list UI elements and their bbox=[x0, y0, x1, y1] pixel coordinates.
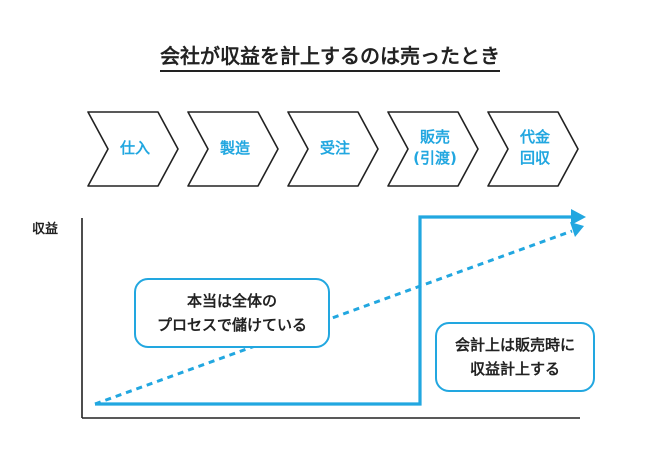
actual-earning-arrowhead bbox=[570, 222, 584, 237]
step-label-1-line1: 仕入 bbox=[119, 139, 150, 157]
step-label-4: 販売 (引渡) bbox=[395, 127, 475, 169]
step-label-5: 代金 回収 bbox=[495, 127, 575, 169]
y-axis-label: 収益 bbox=[32, 222, 59, 237]
actual-earning-callout: 本当は全体の プロセスで儲けている bbox=[134, 278, 330, 348]
step-label-4-line1: 販売 bbox=[419, 128, 450, 146]
step-label-2: 製造 bbox=[195, 138, 275, 159]
step-label-4-line2: (引渡) bbox=[413, 149, 457, 167]
page-title-text: 会社が収益を計上するのは売ったとき bbox=[160, 44, 500, 72]
actual-earning-callout-line1: 本当は全体の bbox=[186, 292, 277, 310]
step-label-3-line1: 受注 bbox=[319, 139, 350, 157]
step-label-1: 仕入 bbox=[95, 138, 175, 159]
accounting-callout-line1: 会計上は販売時に bbox=[454, 336, 575, 354]
accounting-callout: 会計上は販売時に 収益計上する bbox=[435, 322, 595, 392]
step-label-3: 受注 bbox=[295, 138, 375, 159]
step-chevron-4 bbox=[387, 111, 479, 187]
step-chevron-3 bbox=[287, 111, 379, 187]
actual-earning-callout-line2: プロセスで儲けている bbox=[156, 316, 307, 334]
actual-earning-dashed-line bbox=[94, 229, 573, 406]
step-chevron-2 bbox=[187, 111, 279, 187]
step-label-5-line1: 代金 bbox=[519, 128, 550, 146]
step-label-5-line2: 回収 bbox=[519, 149, 550, 167]
page-title: 会社が収益を計上するのは売ったとき bbox=[0, 40, 660, 72]
accounting-revenue-step-line bbox=[95, 215, 572, 406]
step-chevron-1 bbox=[87, 111, 179, 187]
accounting-revenue-arrowhead bbox=[571, 209, 586, 225]
step-chevron-5 bbox=[487, 111, 579, 187]
step-label-2-line1: 製造 bbox=[219, 139, 250, 157]
accounting-callout-line2: 収益計上する bbox=[469, 360, 560, 378]
